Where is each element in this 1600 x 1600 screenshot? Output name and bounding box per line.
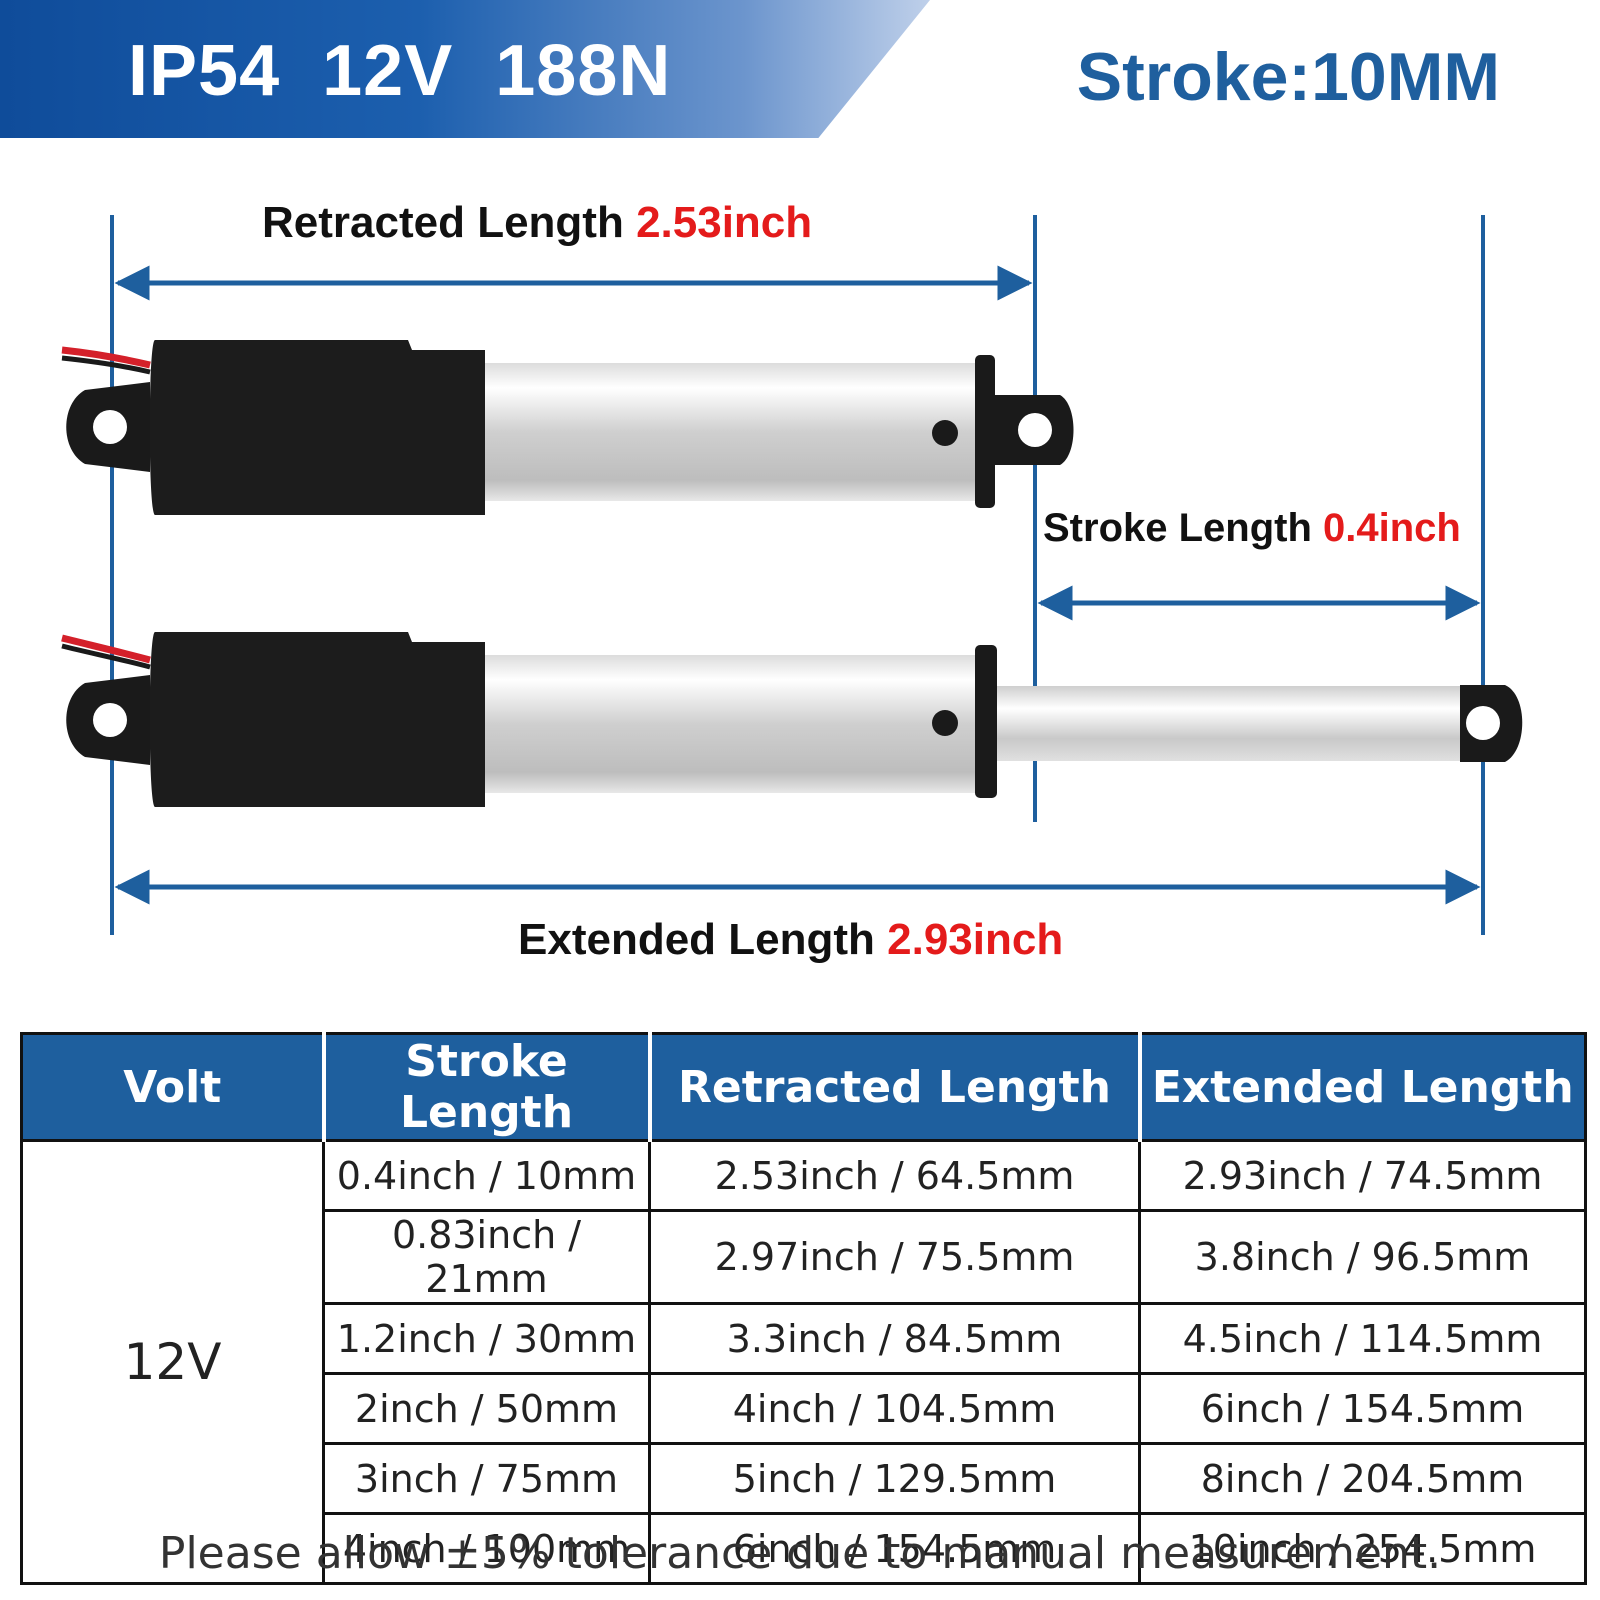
spec-table-container: Volt Stroke Length Retracted Length Exte… [20, 1032, 1587, 1585]
table-row: 4inch / 100mm 6inch / 154.5mm 10inch / 2… [22, 1512, 1587, 1585]
table-row: 12V 0.4inch / 10mm 2.53inch / 64.5mm 2.9… [20, 1139, 1587, 1585]
stroke-cell: 1.2inch / 30mm [322, 1302, 651, 1375]
header-volt: Volt [20, 1032, 325, 1142]
table-row: 1.2inch / 30mm 3.3inch / 84.5mm 4.5inch … [22, 1302, 1587, 1375]
retracted-label-text: Retracted Length [262, 198, 624, 247]
retracted-actuator [61, 340, 1074, 515]
table-row: 3inch / 75mm 5inch / 129.5mm 8inch / 204… [22, 1442, 1587, 1515]
header-stroke-length: Stroke Length [321, 1032, 651, 1142]
retracted-cell: 5inch / 129.5mm [648, 1442, 1141, 1515]
stroke-cell: 0.83inch / 21mm [322, 1209, 651, 1305]
retracted-label-value: 2.53inch [636, 198, 813, 247]
spec-title: IP54 12V 188N [128, 31, 672, 111]
extended-label-text: Extended Length [518, 915, 875, 964]
extended-cell: 6inch / 154.5mm [1138, 1372, 1587, 1445]
retracted-cell: 6inch / 154.5mm [648, 1512, 1141, 1585]
spec-table: Volt Stroke Length Retracted Length Exte… [20, 1032, 1587, 1585]
stroke-title: Stroke:10MM [1076, 39, 1500, 115]
extended-cell: 3.8inch / 96.5mm [1138, 1209, 1587, 1305]
header-retracted-length: Retracted Length [647, 1032, 1141, 1142]
volt-cell: 12V [20, 1139, 325, 1585]
stroke-cell: 3inch / 75mm [322, 1442, 651, 1515]
extended-cell: 8inch / 204.5mm [1138, 1442, 1587, 1515]
extended-actuator [61, 632, 1523, 807]
dimension-drawing [61, 215, 1523, 935]
stroke-cell: 0.4inch / 10mm [322, 1139, 651, 1212]
retracted-cell: 4inch / 104.5mm [648, 1372, 1141, 1445]
stroke-label-value: 0.4inch [1323, 506, 1461, 550]
extended-cell: 2.93inch / 74.5mm [1138, 1139, 1587, 1212]
extended-cell: 10inch / 254.5mm [1138, 1512, 1587, 1585]
header-extended-length: Extended Length [1137, 1032, 1587, 1142]
extended-cell: 4.5inch / 114.5mm [1138, 1302, 1587, 1375]
extended-label-value: 2.93inch [887, 915, 1064, 964]
retracted-cell: 2.53inch / 64.5mm [648, 1139, 1141, 1212]
stroke-cell: 2inch / 50mm [322, 1372, 651, 1445]
stroke-length-label: Stroke Length 0.4inch [1043, 506, 1461, 551]
table-row: 2inch / 50mm 4inch / 104.5mm 6inch / 154… [22, 1372, 1587, 1445]
retracted-cell: 3.3inch / 84.5mm [648, 1302, 1141, 1375]
table-row: 0.83inch / 21mm 2.97inch / 75.5mm 3.8inc… [22, 1209, 1587, 1305]
tolerance-note: Please allow ±5% tolerance due to manual… [158, 1528, 1442, 1579]
retracted-length-label: Retracted Length 2.53inch [262, 198, 812, 248]
extended-length-label: Extended Length 2.93inch [518, 915, 1063, 965]
stroke-cell: 4inch / 100mm [322, 1512, 651, 1585]
table-header-row: Volt Stroke Length Retracted Length Exte… [20, 1032, 1587, 1142]
actuator-diagram: Retracted Length 2.53inch Stroke Length … [0, 150, 1600, 980]
retracted-cell: 2.97inch / 75.5mm [648, 1209, 1141, 1305]
header-banner [0, 0, 930, 138]
stroke-label-text: Stroke Length [1043, 506, 1312, 550]
